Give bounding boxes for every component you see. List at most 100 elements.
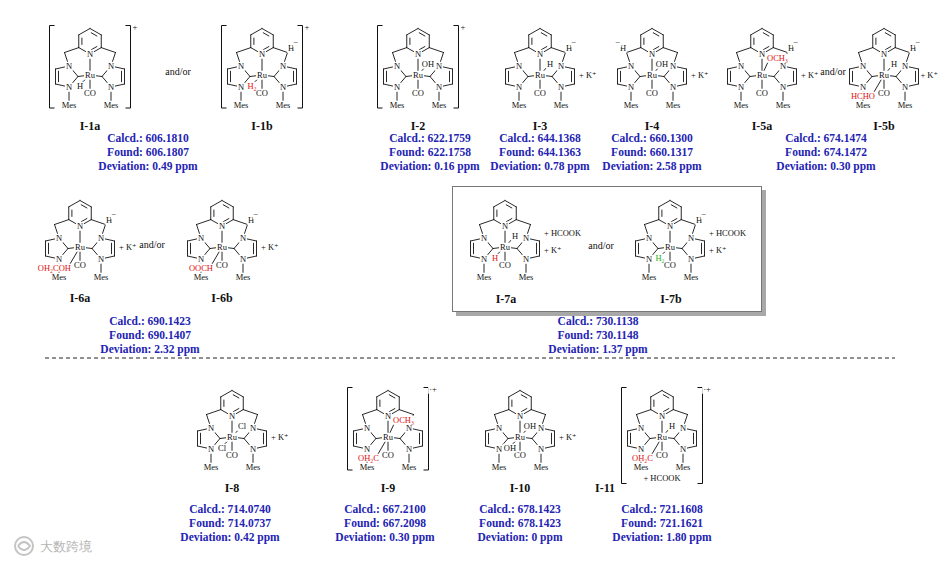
hrms-value: Calcd.: 667.2100 (344, 504, 425, 516)
methylene-arm (237, 48, 251, 53)
atom-label: CO (877, 89, 891, 98)
atom-label: N (779, 83, 787, 92)
atom-label: N (86, 50, 94, 59)
imidazole-bond (452, 69, 453, 84)
atom-label: + K⁺ (118, 243, 138, 252)
double-bond (419, 433, 420, 444)
imidazole-bond (227, 69, 228, 84)
pyridine-bond (262, 29, 273, 35)
atom-label: N (76, 222, 84, 231)
methylene-arm (637, 410, 651, 415)
compound-number: I-10 (510, 482, 531, 494)
methylene-arm (91, 220, 105, 225)
hrms-value: Found: 730.1148 (557, 330, 638, 342)
methylene-arm (895, 48, 909, 53)
pyridine-bond (520, 391, 531, 397)
atom-label: N (435, 62, 443, 71)
compound-number: I-2 (411, 120, 426, 132)
box-ground (452, 186, 762, 312)
atom-label: N (228, 412, 236, 421)
atom-label: Mes (93, 273, 110, 282)
atom-label: Ru (499, 243, 511, 252)
atom-label: N (55, 234, 63, 243)
atom-label: N (537, 445, 545, 454)
double-bond (200, 433, 201, 444)
atom-label: N (55, 255, 63, 264)
atom-label: Mes (61, 101, 78, 110)
atom-label: N (197, 255, 205, 264)
hrms-value: Deviation: 0.42 ppm (180, 532, 279, 544)
atom-label: N (218, 222, 226, 231)
pyridine-bond (243, 397, 244, 410)
compound-number: I-7b (660, 293, 681, 305)
imidazole-bond (353, 431, 354, 446)
atom-label: + K⁺ (690, 71, 710, 80)
methylene-arm (515, 48, 529, 53)
atom-label: N (901, 62, 909, 71)
double-bond (541, 33, 547, 36)
atom-label: N (557, 62, 565, 71)
imidazole-bond (627, 431, 628, 446)
pyridine-bond (406, 35, 407, 48)
methylene-arm (681, 220, 695, 225)
pyridine-bond (895, 35, 896, 48)
methylene-arm (399, 410, 413, 415)
atom-label: N (363, 424, 371, 433)
atom-label: Ru (656, 433, 668, 442)
atom-label: CO (533, 89, 547, 98)
atom-label: Mes (733, 101, 750, 110)
atom-label: + (460, 23, 467, 32)
hrms-value: Found: 690.1407 (109, 330, 191, 342)
hrms-value: Found: 644.1363 (499, 147, 581, 159)
imidazole-bond (256, 241, 257, 256)
atom-label: Mes (633, 463, 650, 472)
atom-label: N (557, 83, 565, 92)
pyridine-bond (551, 35, 552, 48)
watermark: 大数跨境 (40, 540, 92, 553)
bracket (698, 388, 703, 484)
atom-label: H (890, 60, 898, 69)
atom-label: Mes (359, 463, 376, 472)
atom-label: CO (411, 89, 425, 98)
double-bond (508, 71, 509, 82)
atom-label: Ru (756, 71, 768, 80)
methylene-arm (65, 48, 79, 53)
compound-number: I-6b (211, 292, 232, 304)
atom-label: Cl (217, 444, 227, 453)
atom-label: + K⁺ (800, 71, 820, 80)
pyridine-bond (516, 207, 517, 220)
atom-label: N (687, 234, 695, 243)
atom-label: Mes (675, 463, 692, 472)
atom-label: OH (421, 60, 435, 69)
hrms-value: Calcd.: 721.1608 (621, 504, 702, 516)
pyridine-bond (529, 29, 540, 35)
and-or-text: and/or (139, 240, 165, 250)
pyridine-bond (232, 391, 243, 397)
double-bond (223, 400, 224, 406)
methylene-arm (551, 48, 565, 53)
compound-number: I-1a (80, 120, 101, 132)
double-bond (253, 243, 254, 254)
atom-label: N (249, 424, 257, 433)
imidazole-bond (422, 431, 423, 446)
double-bond (643, 38, 644, 44)
double-bond (506, 205, 512, 208)
atom-label: N (515, 62, 523, 71)
double-bond (852, 71, 853, 82)
atom-label: Ru (226, 433, 238, 442)
atom-label: N (279, 83, 287, 92)
imidazole-bond (635, 241, 636, 256)
double-bond (653, 400, 654, 406)
atom-label: N (97, 255, 105, 264)
double-bond (885, 33, 891, 36)
methylene-arm (429, 48, 443, 53)
atom-label: N (679, 445, 687, 454)
double-bond (630, 433, 631, 444)
atom-label: N (637, 424, 645, 433)
double-bond (419, 33, 425, 36)
atom-label: N (207, 445, 215, 454)
hrms-value: Deviation: 0.78 ppm (490, 161, 589, 173)
methylene-arm (233, 220, 247, 225)
double-bond (496, 210, 497, 216)
